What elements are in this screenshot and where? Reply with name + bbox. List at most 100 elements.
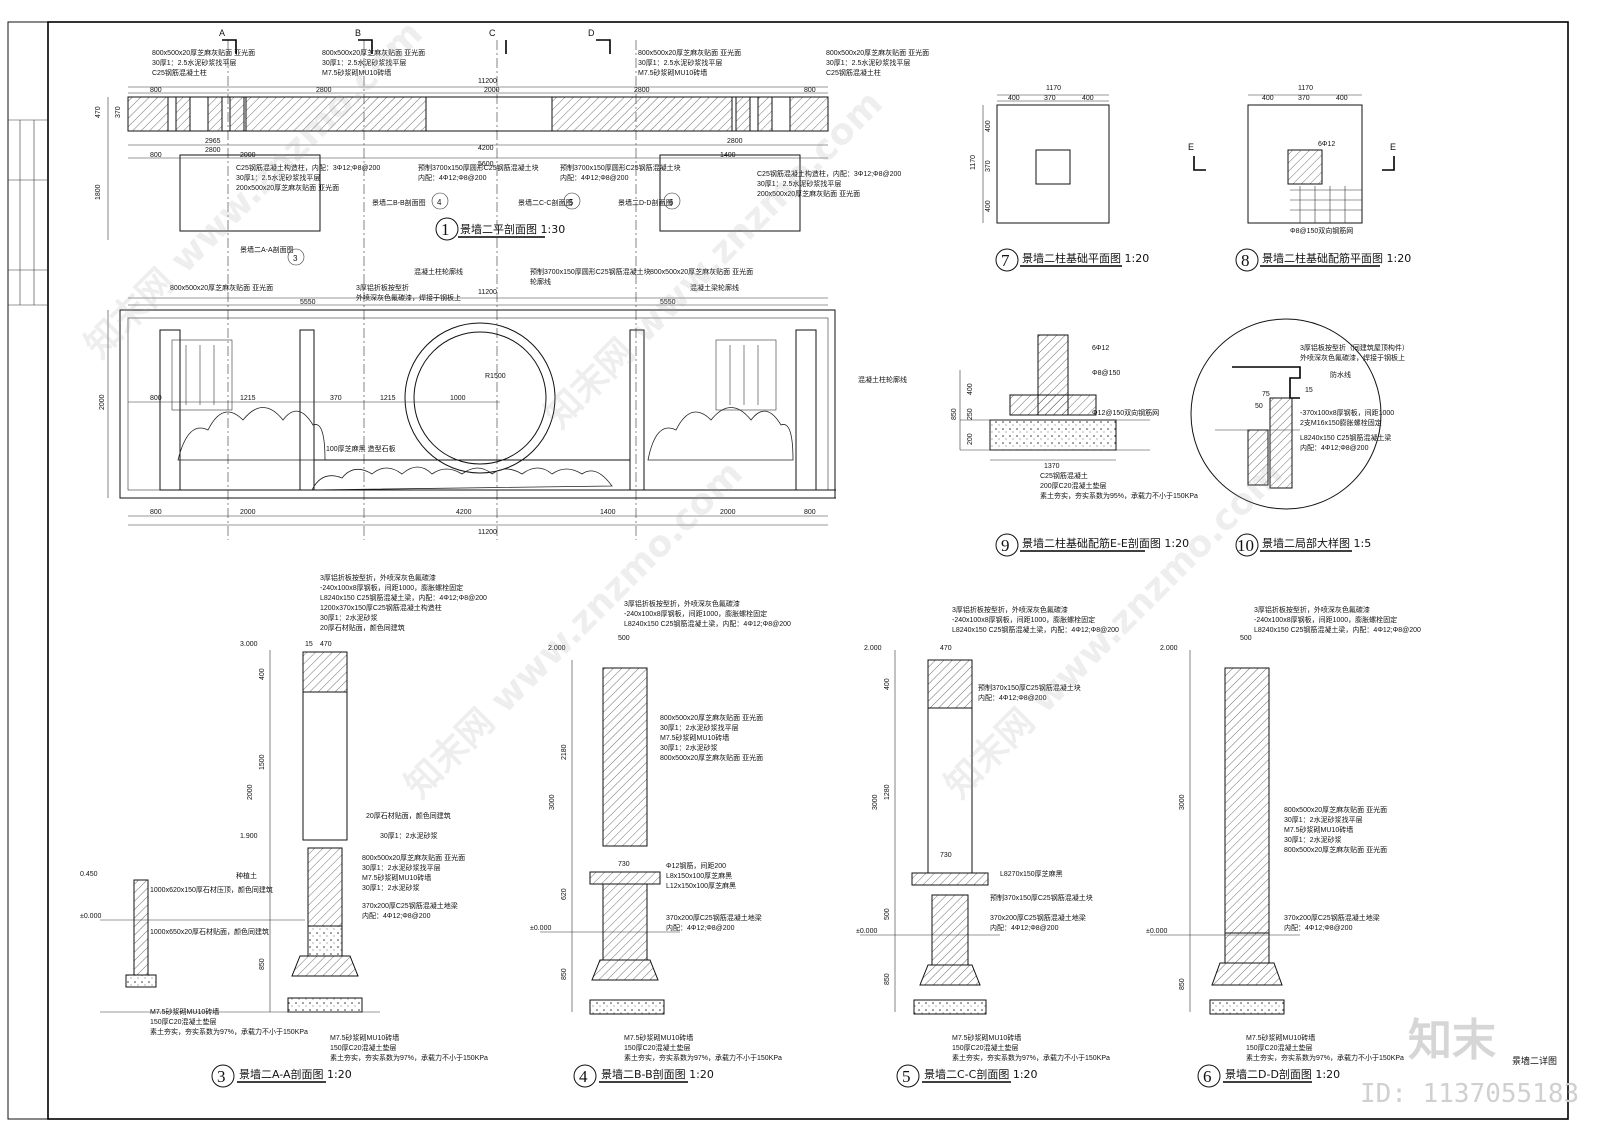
detail-note: 外喷深灰色氟碳漆，焊接于钢板上 (1300, 353, 1405, 362)
cc-notes: 3厚铝折板按型折，外喷深灰色氟碳漆 -240x100x8厚钢板，间距1000，膨… (952, 605, 1119, 1062)
bb-dim: 850 (561, 968, 568, 980)
plan-note: 30厚1：2.5水泥砂浆找平层 (638, 58, 722, 67)
bb-note: 30厚1：2水泥砂浆找平层 (660, 723, 739, 732)
aa-dim: 850 (259, 958, 266, 970)
moon-gate-inner (413, 331, 547, 465)
bb-note: Φ12钢筋，间距200 (666, 861, 726, 870)
plan-note: C25钢筋混凝土柱 (152, 68, 207, 77)
detail-dim: 15 (1305, 387, 1313, 394)
detail-note: 内配：4Φ12;Φ8@200 (1300, 443, 1369, 452)
bb-note: 30厚1：2水泥砂浆 (660, 743, 718, 752)
elev-height: 2000 (99, 394, 106, 410)
bb-note: -240x100x8厚钢板，间距1000，膨胀螺栓固定 (624, 609, 767, 618)
cc-note: 素土夯实，夯实系数为97%，承载力不小于150KPa (952, 1053, 1110, 1062)
ee-note: 素土夯实，夯实系数为95%，承载力不小于150KPa (1040, 491, 1198, 500)
bb-note: 150厚C20混凝土垫层 (624, 1043, 691, 1052)
section-mark-b: B (355, 28, 373, 54)
view-5-title: 景墙二C-C剖面图 1:20 (924, 1067, 1038, 1081)
elevation-notes: 混凝土柱轮廓线 预制3700x150厚圆形C25钢筋混凝土块 轮廓线 3厚铝折板… (170, 267, 907, 453)
view-6-title: 景墙二D-D剖面图 1:20 (1225, 1067, 1340, 1081)
dd-note: M7.5砂浆砌MU10砖墙 (1246, 1033, 1315, 1042)
aa-note: 20厚石材贴面，颜色同建筑 (366, 811, 451, 820)
detail-dim: 50 (1255, 403, 1263, 410)
ee-dim: 200 (967, 433, 974, 445)
aa-dim: 15 (305, 641, 313, 648)
view-8-title: 景墙二柱基础配筋平面图 1:20 (1262, 251, 1411, 265)
elev-bot-dim-5: 2000 (720, 509, 736, 516)
level: 3.000 (240, 641, 258, 648)
cc-note: -240x100x8厚钢板，间距1000，膨胀螺栓固定 (952, 615, 1095, 624)
bb-note: L8240x150 C25钢筋混凝土梁，内配：4Φ12;Φ8@200 (624, 619, 791, 628)
dd-note: 30厚1：2水泥砂浆找平层 (1284, 815, 1363, 824)
ee-dim: 850 (951, 408, 958, 420)
aa-note: 1000x650x20厚石材贴面，颜色同建筑 (150, 927, 269, 936)
footing-plan-view: 1170 400 370 400 1170 400 370 400 7 景墙二柱… (970, 85, 1149, 272)
watermark-4: 知末网 www.znzmo.com (397, 453, 750, 806)
plan-low-dim-4: 1400 (720, 152, 736, 159)
aa-note: 150厚C20混凝土垫层 (330, 1043, 397, 1052)
bb-note: 3厚铝折板按型折，外喷深灰色氟碳漆 (624, 599, 740, 608)
footing-dim: 1170 (1046, 85, 1061, 92)
cc-note: M7.5砂浆砌MU10砖墙 (952, 1033, 1021, 1042)
cc-note: 3厚铝折板按型折，外喷深灰色氟碳漆 (952, 605, 1068, 614)
cc-dim: 1280 (884, 784, 891, 800)
aa-note: 370x200厚C25钢筋混凝土地梁 (362, 901, 458, 910)
footing-rebar-plan-view: 6Φ12 Φ8@150双向钢筋网 1170 400 370 400 E E 8 … (1188, 85, 1411, 272)
section-dd-view: 2.000 ±0.000 3000 850 500 3厚铝折板按型折，外喷深灰色… (1146, 605, 1421, 1088)
plan-ref-b: 景墙二B-B剖面图 (372, 198, 426, 207)
aa-notes: 3厚铝折板按型折，外喷深灰色氟碳漆 -240x100x8厚钢板，间距1000，膨… (150, 573, 488, 1062)
level: ±0.000 (530, 925, 551, 932)
plan-height-dim-2: 370 (115, 106, 122, 118)
plan-note: M7.5砂浆砌MU10砖墙 (322, 68, 391, 77)
plan-note: 800x500x20厚芝麻灰贴面 亚光面 (638, 48, 741, 57)
detail-note: -370x100x8厚钢板，间距1000 (1300, 408, 1394, 417)
aa-note: 1200x370x150厚C25钢筋混凝土构造柱 (320, 603, 442, 612)
bb-note: M7.5砂浆砌MU10砖墙 (660, 733, 729, 742)
footing-ee-section-view: 6Φ12 Φ8@150 Φ12@150双向钢筋网 C25钢筋混凝土 200厚C2… (951, 334, 1198, 557)
dd-note: 800x500x20厚芝麻灰贴面 亚光面 (1284, 805, 1387, 814)
cc-dim: 3000 (872, 794, 879, 810)
level: ±0.000 (856, 928, 877, 935)
rebar-label: 6Φ12 (1318, 141, 1335, 148)
dd-note: 150厚C20混凝土垫层 (1246, 1043, 1313, 1052)
elev-bot-dim-1: 800 (150, 509, 162, 516)
level: 0.450 (80, 871, 98, 878)
aa-dim: 2000 (247, 784, 254, 800)
plan-overall-dim: 11200 (478, 78, 497, 85)
plan-ref-d: 景墙二D-D剖面图 (618, 198, 672, 207)
elev-note: 轮廓线 (530, 277, 551, 286)
section-mark-label: B (355, 28, 361, 38)
cc-note: 370x200厚C25钢筋混凝土地梁 (990, 913, 1086, 922)
section-mark-label: D (588, 28, 595, 38)
footing-dim: 1170 (970, 155, 977, 170)
dd-dim: 850 (1179, 978, 1186, 990)
elev-bot-overall: 11200 (478, 529, 497, 536)
elev-note: 3厚铝折板按型折 (356, 283, 409, 292)
aa-note: -240x100x8厚钢板，间距1000，膨胀螺栓固定 (320, 583, 463, 592)
plan-note: 30厚1：2.5水泥砂浆找平层 (152, 58, 236, 67)
elevation-view: 11200 5550 5550 800 1215 370 1215 1000 R… (99, 267, 907, 536)
plan-note: C25钢筋混凝土构造柱，内配：3Φ12;Φ8@200 (757, 169, 901, 178)
level: 1.900 (240, 833, 258, 840)
plan-note: C25钢筋混凝土构造柱，内配：3Φ12;Φ8@200 (236, 163, 380, 172)
elev-mid-dim-2: 1215 (240, 395, 256, 402)
aa-note: 30厚1：2水泥砂浆 (380, 831, 438, 840)
planting-left (177, 407, 326, 461)
plan-ref-b-num: 4 (437, 198, 442, 207)
plan-note: 30厚1：2.5水泥砂浆找平层 (236, 173, 320, 182)
dd-note: 3厚铝折板按型折，外喷深灰色氟碳漆 (1254, 605, 1370, 614)
aa-note: 1000x620x150厚石材压顶，颜色同建筑 (150, 885, 273, 894)
cc-note: 150厚C20混凝土垫层 (952, 1043, 1019, 1052)
dd-note: M7.5砂浆砌MU10砖墙 (1284, 825, 1353, 834)
view-6-number: 6 (1203, 1067, 1212, 1086)
plan-mid-dim-4: 2800 (727, 138, 743, 145)
view-10-title: 景墙二局部大样图 1:5 (1262, 536, 1371, 550)
footing-dim: 400 (1082, 95, 1094, 102)
cc-note: L8240x150 C25钢筋混凝土梁，内配：4Φ12;Φ8@200 (952, 625, 1119, 634)
section-mark-e: E (1390, 142, 1396, 152)
cc-dim: 400 (884, 678, 891, 690)
elev-note: 800x500x20厚芝麻灰贴面 亚光面 (170, 283, 273, 292)
plan-ref-c: 景墙二C-C剖面图 (518, 198, 572, 207)
footing-dim: 370 (1044, 95, 1056, 102)
aa-note: 3厚铝折板按型折，外喷深灰色氟碳漆 (320, 573, 436, 582)
